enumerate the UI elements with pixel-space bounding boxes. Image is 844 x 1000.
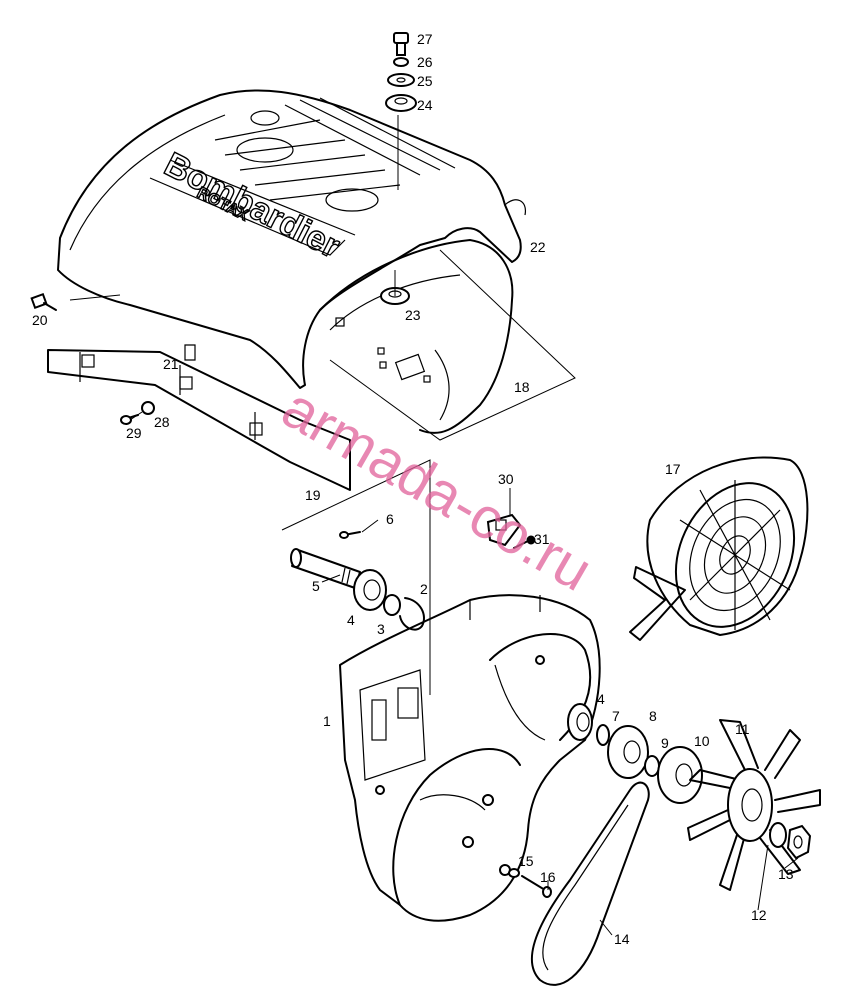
callout-13: 13: [778, 866, 794, 882]
pulley-half-10: [657, 746, 703, 804]
screw-31: [513, 535, 536, 549]
callout-12: 12: [751, 907, 767, 923]
callout-2: 2: [420, 581, 428, 597]
top-fastener-stack: [385, 32, 417, 112]
mounting-bracket: [47, 344, 351, 491]
fan-housing: [339, 594, 601, 922]
brand-logo: Bombardier ROTAX: [158, 145, 347, 267]
callout-27: 27: [417, 31, 433, 47]
callout-3: 3: [377, 621, 385, 637]
callout-29: 29: [126, 425, 142, 441]
callout-18: 18: [514, 379, 530, 395]
brand-name: Bombardier: [158, 145, 345, 265]
callout-16: 16: [540, 869, 556, 885]
callout-5: 5: [312, 578, 320, 594]
callout-28: 28: [154, 414, 170, 430]
callout-7: 7: [612, 708, 620, 724]
callout-6: 6: [386, 511, 394, 527]
callout-8: 8: [649, 708, 657, 724]
bearing-4-upper: [353, 569, 387, 611]
v-belt: [531, 781, 650, 986]
callout-31: 31: [534, 531, 550, 547]
spacer-7: [596, 724, 610, 746]
washer-28: [141, 401, 155, 415]
callout-26: 26: [417, 54, 433, 70]
callout-17: 17: [665, 461, 681, 477]
circlip-2: [399, 597, 425, 631]
callout-24: 24: [417, 97, 433, 113]
clip-30: [486, 513, 522, 547]
callout-4b: 4: [597, 691, 605, 707]
shaft-5: [290, 548, 361, 589]
bearing-4-lower: [567, 703, 593, 741]
callout-11: 11: [735, 721, 750, 737]
callout-20: 20: [32, 312, 48, 328]
pin-6: [339, 531, 361, 539]
pulley-half-8: [607, 725, 649, 779]
callout-9: 9: [661, 735, 669, 751]
callout-21: 21: [163, 356, 179, 372]
fan-impeller: [687, 719, 821, 891]
leader-lines: [129, 115, 799, 936]
screw-16: [521, 875, 552, 898]
fan-guard: [629, 456, 809, 641]
callout-10: 10: [694, 733, 710, 749]
callout-30: 30: [498, 471, 514, 487]
callout-22: 22: [530, 239, 546, 255]
spacer-9: [644, 755, 660, 777]
callout-labels: 1 2 3 4 4 5 6 7 8 9 10 11 12 13 14 15 16…: [32, 31, 794, 947]
watermark: armada-co.ru: [272, 375, 603, 604]
washer-15: [508, 868, 520, 878]
callout-19: 19: [305, 487, 321, 503]
screw-20: [30, 292, 57, 311]
callout-14: 14: [614, 931, 630, 947]
engine-shroud-cover: [57, 89, 527, 434]
callout-15: 15: [518, 853, 534, 869]
lock-washer-12: [769, 822, 787, 848]
callout-1: 1: [323, 713, 331, 729]
callout-25: 25: [417, 73, 433, 89]
screw-29: [120, 414, 139, 425]
ring-3: [383, 594, 401, 616]
callout-4a: 4: [347, 612, 355, 628]
callout-23: 23: [405, 307, 421, 323]
nut-13: [786, 824, 812, 860]
